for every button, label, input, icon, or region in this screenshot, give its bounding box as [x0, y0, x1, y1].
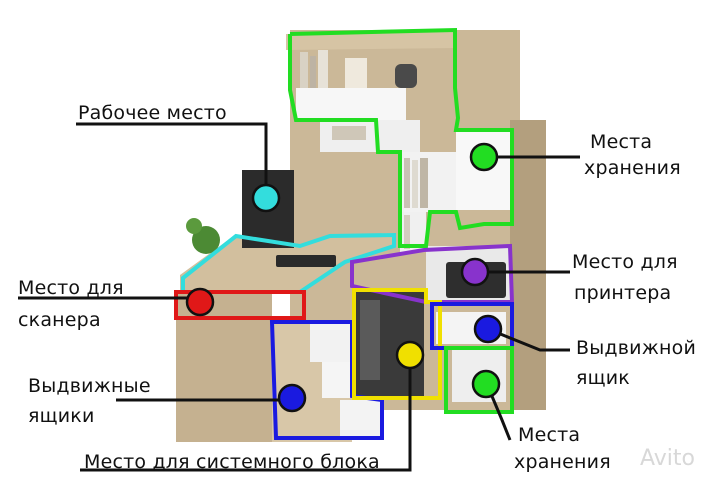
- watermark-avito: Avito: [640, 446, 695, 471]
- label-storage-bottom-line2: хранения: [514, 451, 611, 473]
- keyboard: [276, 255, 336, 267]
- desk-front: [176, 292, 272, 442]
- lamp: [395, 64, 417, 88]
- shelf: [296, 88, 406, 120]
- label-drawers-line1: Выдвижные: [28, 375, 151, 397]
- label-scanner-line1: Место для: [18, 277, 124, 299]
- bookcase-side: [510, 120, 546, 410]
- zone-scanner: [174, 290, 306, 320]
- marker-system-unit: [395, 340, 425, 370]
- drawer: [340, 400, 380, 436]
- marker-storage-top: [469, 142, 499, 172]
- markers: [185, 142, 503, 413]
- label-workplace: Рабочее место: [78, 102, 227, 124]
- marker-drawers: [277, 383, 307, 413]
- label-drawer-line1: Выдвижной: [576, 337, 697, 359]
- marker-printer: [460, 257, 490, 287]
- label-scanner-line2: сканера: [18, 309, 101, 331]
- marker-drawer: [473, 314, 503, 344]
- marker-scanner: [185, 287, 215, 317]
- zone-storage-bottom: [444, 346, 514, 414]
- label-system-unit: Место для системного блока: [84, 451, 380, 473]
- zone-storage-top: [288, 27, 514, 248]
- label-storage-bottom-line1: Места: [518, 424, 581, 446]
- drawer: [310, 322, 352, 362]
- label-storage-top-line1: Места: [590, 131, 653, 153]
- books: [300, 50, 428, 249]
- label-storage-top-line2: хранения: [584, 157, 681, 179]
- marker-workplace: [251, 183, 281, 213]
- label-printer-line2: принтера: [574, 282, 672, 304]
- label-drawers-line2: ящики: [28, 405, 95, 427]
- marker-storage-bottom: [471, 369, 501, 399]
- plant: [192, 226, 220, 254]
- boxes: [332, 126, 366, 140]
- label-drawer-line2: ящик: [576, 367, 630, 389]
- label-printer-line1: Место для: [572, 251, 678, 273]
